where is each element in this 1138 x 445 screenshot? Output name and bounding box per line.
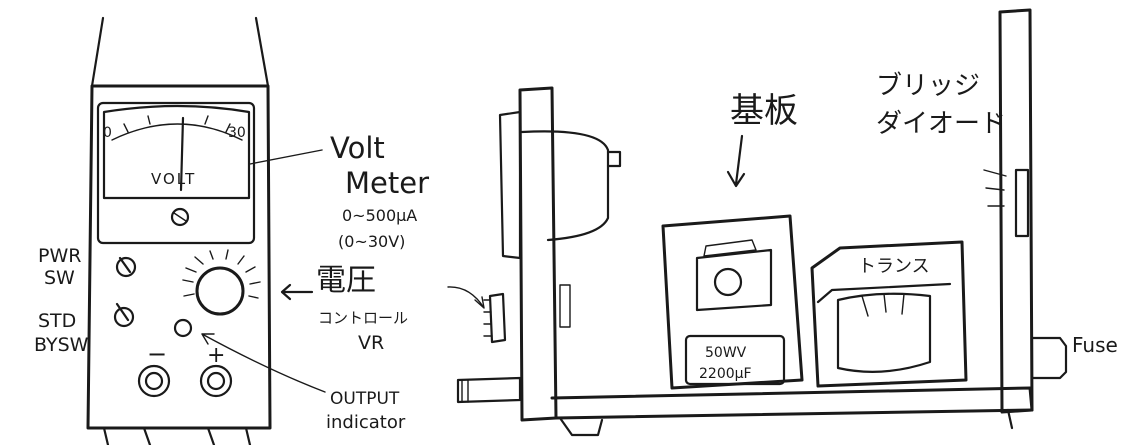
meter-spec-line1: 0~500μA	[342, 206, 417, 225]
terminal-plus-inner	[206, 371, 226, 391]
annotations: Volt Meter 0~500μA (0~30V) 電圧 コントロール VR …	[201, 131, 429, 433]
volt-meter: 0 30 VOLT	[96, 101, 256, 245]
vr-knob-side	[488, 292, 507, 344]
capacitor	[684, 334, 786, 386]
pwr-sw-label-line1: PWR	[38, 245, 81, 267]
terminal-plus[interactable]	[199, 364, 233, 398]
meter-ticks	[123, 115, 231, 133]
terminal-minus[interactable]	[137, 364, 171, 398]
volt-meter-label-line1: Volt	[330, 131, 385, 165]
transformer	[810, 240, 968, 388]
output-indicator-lamp	[173, 318, 193, 338]
terminal-minus-outer	[137, 364, 171, 398]
terminal-minus-label: −	[147, 340, 167, 368]
voltage-control-abbr: VR	[358, 332, 384, 354]
vr-knob-grip	[483, 299, 493, 337]
volt-meter-label-line2: Meter	[345, 166, 429, 200]
board-label-arrow	[726, 134, 746, 188]
meter-zero-adjust-screw[interactable]	[170, 207, 190, 227]
bridge-diode-label-line1: ブリッジ	[876, 71, 980, 101]
board-component-hole	[713, 267, 743, 297]
bridge-diode-indicator	[983, 169, 1007, 207]
meter-needle	[179, 116, 185, 192]
screw-slot	[173, 212, 187, 222]
voltage-control-kanji: 電圧	[316, 263, 376, 298]
meter-spec-line2: (0~30V)	[338, 232, 405, 251]
output-jack-ribs	[461, 379, 469, 403]
board-label: 基板	[730, 91, 798, 131]
meter-bezel	[96, 101, 256, 245]
pwr-sw-label-line2: SW	[44, 267, 75, 289]
vr-arrow	[447, 286, 485, 309]
fuse-holder	[1030, 336, 1068, 380]
pwr-switch-lever	[118, 256, 132, 274]
panel-body	[86, 84, 272, 430]
meter-scale-arc	[111, 123, 243, 141]
meter-face	[102, 104, 251, 200]
indicator-stub	[559, 284, 571, 328]
meter-face-text: VOLT	[151, 170, 196, 188]
transformer-label: トランス	[858, 256, 930, 277]
meter-scale-min: 0	[103, 125, 112, 141]
board-component-block	[695, 248, 773, 312]
panel-feet	[102, 426, 252, 445]
fuse-label: Fuse	[1072, 333, 1118, 357]
output-indicator-label-line2: indicator	[326, 412, 406, 433]
capacitor-rating-line1: 50WV	[705, 345, 747, 361]
output-indicator-arrow	[201, 333, 326, 393]
stdby-sw-label-line2: BYSW	[34, 334, 89, 356]
transformer-edge	[816, 282, 952, 304]
pwr-switch-body	[115, 256, 137, 278]
side-view: 50WV 2200μF 基板 トランス ブリッジ ダイオード Fuse	[447, 8, 1118, 437]
knob-body	[195, 266, 245, 316]
transformer-leads	[861, 293, 905, 317]
side-front-panel	[518, 86, 558, 422]
meter-terminal	[606, 150, 622, 168]
terminal-minus-inner	[144, 371, 164, 391]
voltage-control-katakana: コントロール	[318, 309, 408, 327]
terminal-plus-label: +	[207, 343, 225, 368]
rear-panel	[998, 8, 1034, 414]
stdby-switch-body	[113, 306, 135, 328]
bridge-diode-label-line2: ダイオード	[876, 109, 1006, 139]
front-panel: 0 30 VOLT −	[34, 16, 272, 445]
meter-scale-max: 30	[228, 125, 246, 141]
board-heatsink	[703, 239, 757, 257]
stdby-switch[interactable]	[113, 302, 135, 328]
transformer-coil	[836, 292, 932, 373]
chassis-base	[550, 386, 1034, 420]
volt-meter-leader-line	[249, 149, 323, 165]
circuit-board	[661, 214, 804, 390]
output-jack-side	[456, 376, 522, 404]
capacitor-rating-line2: 2200μF	[699, 366, 752, 382]
stdby-switch-lever	[115, 302, 130, 322]
voltage-knob[interactable]	[182, 249, 261, 316]
housing-taper	[90, 16, 270, 88]
bridge-diode	[1014, 168, 1030, 238]
voltage-control-arrow	[280, 283, 314, 301]
stdby-sw-label-line1: STD	[38, 310, 76, 332]
knob-scale-marks	[182, 249, 261, 299]
terminal-plus-outer	[199, 364, 233, 398]
pwr-switch[interactable]	[115, 256, 137, 278]
output-indicator-label-line1: OUTPUT	[330, 389, 400, 409]
meter-body-side	[498, 110, 610, 260]
